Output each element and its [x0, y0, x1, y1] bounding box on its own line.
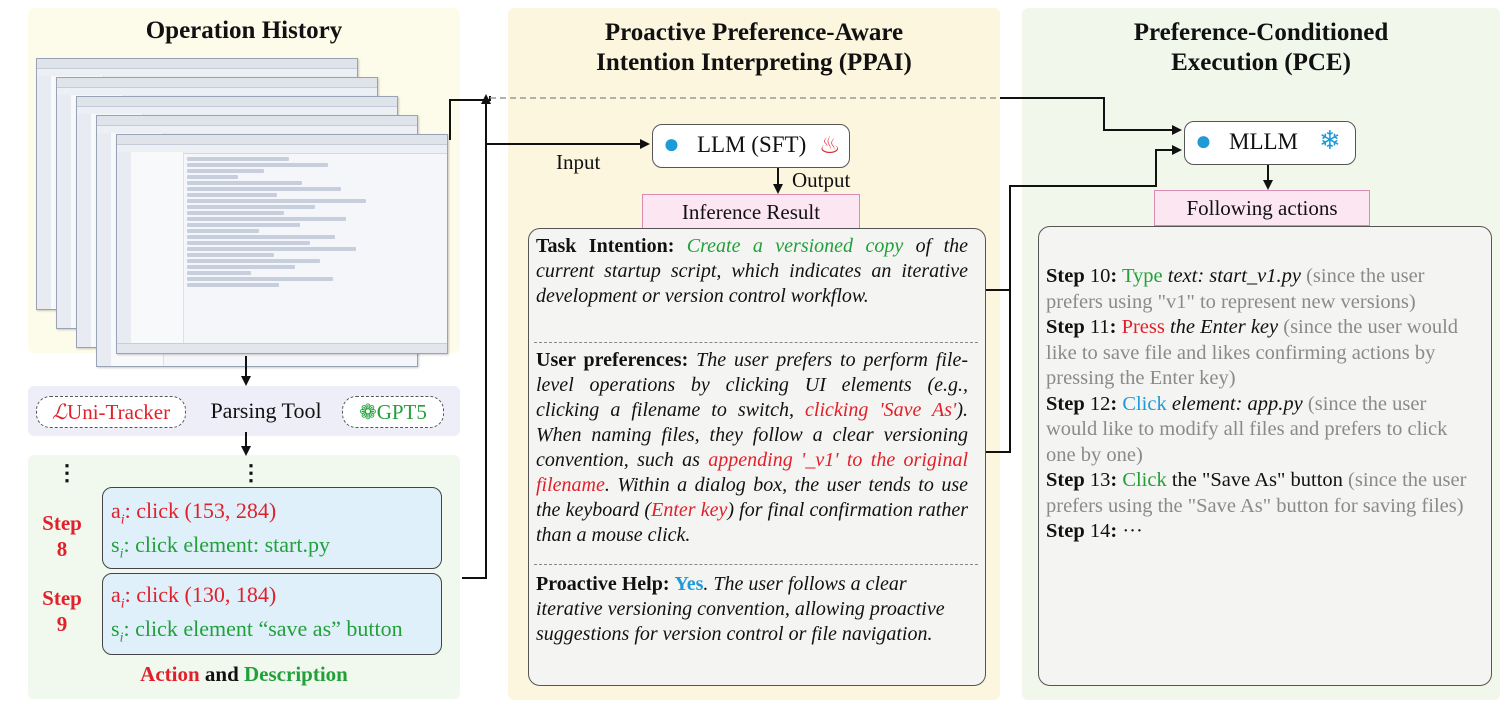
- robot-icon: ●: [1195, 126, 1212, 157]
- arrow-result-to-mllm: [986, 145, 1182, 291]
- action-description-caption: Action and Description: [140, 662, 348, 686]
- step-9-box: ai: click (130, 184) si: click element “…: [102, 573, 442, 655]
- fire-icon: ♨: [819, 133, 841, 159]
- output-label: Output: [792, 168, 851, 192]
- arrow-history-to-ppai: [449, 96, 491, 140]
- arrow-prefs-to-mllm: [986, 290, 1011, 453]
- action-step-13: Step 13: Click the "Save As" button (sin…: [1046, 469, 1467, 517]
- input-label: Input: [556, 150, 601, 174]
- uni-tracker-label: Uni-Tracker: [67, 400, 171, 424]
- mllm-box: ● MLLM ❄: [1184, 121, 1356, 165]
- gpt5-tool: ❁GPT5: [342, 396, 444, 428]
- gpt5-label: GPT5: [376, 400, 427, 424]
- llm-box: ● LLM (SFT) ♨: [652, 124, 850, 168]
- action-step-10: Step 10: Type text: start_v1.py (since t…: [1046, 265, 1425, 313]
- arrow-steps-to-input: [462, 94, 491, 579]
- llm-label: LLM (SFT): [697, 132, 807, 157]
- action-step-14: Step 14: ···: [1046, 520, 1143, 542]
- action-step-11: Step 11: Press the Enter key (since the …: [1046, 316, 1459, 389]
- arrow-history-to-mllm: [1000, 97, 1182, 135]
- inference-result-box: [528, 228, 986, 686]
- ellipsis: ⋮: [56, 460, 78, 485]
- parsing-tool-label: Parsing Tool: [210, 398, 322, 423]
- following-actions-header: Following actions: [1154, 190, 1370, 226]
- step-8-action: ai: click (153, 284): [111, 498, 277, 528]
- following-actions-list: Step 10: Type text: start_v1.py (since t…: [1046, 264, 1472, 545]
- proactive-help: Proactive Help: Yes. The user follows a …: [536, 573, 945, 645]
- divider: [534, 564, 978, 565]
- uni-tracker-icon: ℒ: [51, 400, 68, 424]
- mllm-label: MLLM: [1229, 129, 1298, 154]
- step-8-description: si: click element: start.py: [111, 532, 330, 562]
- step-8-box: ai: click (153, 284) si: click element: …: [102, 487, 442, 569]
- snowflake-icon: ❄: [1319, 126, 1341, 155]
- following-actions-box: [1038, 226, 1492, 686]
- step-9-description: si: click element “save as” button: [111, 616, 403, 646]
- task-intention: Task Intention: Create a versioned copy …: [536, 235, 968, 307]
- robot-icon: ●: [663, 129, 680, 160]
- divider: [534, 342, 978, 343]
- action-step-12: Step 12: Click element: app.py (since th…: [1046, 392, 1448, 466]
- uni-tracker-tool: ℒUni-Tracker: [36, 396, 186, 428]
- operation-history-title: Operation History: [145, 17, 343, 44]
- step-9-action: ai: click (130, 184): [111, 582, 277, 612]
- ellipsis: ⋮: [240, 460, 262, 485]
- openai-icon: ❁: [359, 400, 377, 424]
- user-preferences: User preferences: The user prefers to pe…: [536, 349, 969, 546]
- screenshot: [116, 134, 448, 354]
